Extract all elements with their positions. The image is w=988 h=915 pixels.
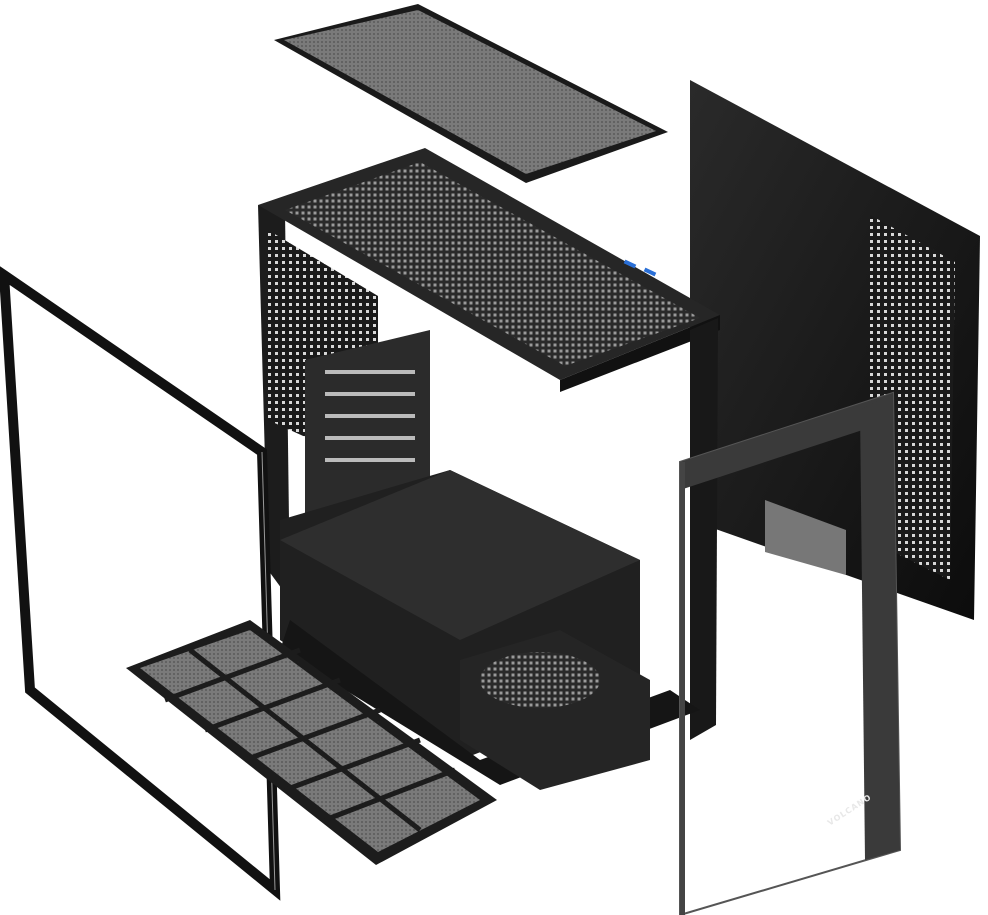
bottom-dust-filter	[126, 620, 497, 865]
chassis	[258, 148, 720, 790]
front-glass-panel	[679, 391, 902, 915]
left-glass-frame	[0, 266, 281, 901]
right-side-panel	[690, 80, 980, 620]
top-dust-filter	[274, 4, 668, 183]
